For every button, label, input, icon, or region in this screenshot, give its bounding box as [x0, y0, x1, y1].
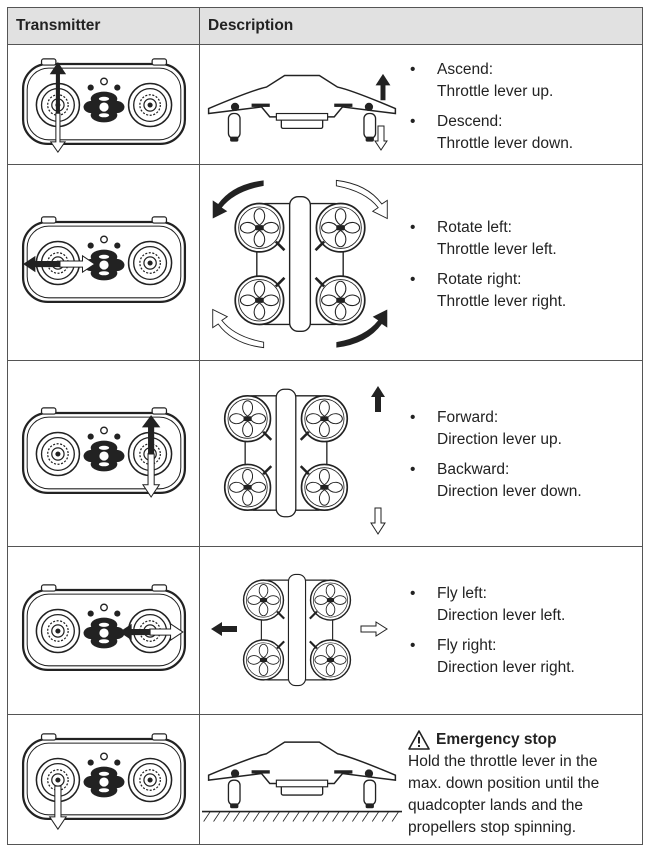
- controls-table: Transmitter Description: [7, 7, 643, 845]
- arrow-down-icon: [374, 125, 388, 151]
- transmitter-cell: [7, 714, 200, 845]
- list-item: Forward:Direction lever up.: [408, 407, 582, 451]
- table-row: Forward:Direction lever up. Backward:Dir…: [7, 360, 643, 547]
- arrow-left-icon: [211, 622, 237, 636]
- arrow-right-icon: [360, 621, 388, 637]
- arrow-down-icon: [141, 452, 160, 498]
- warning-triangle-icon: [408, 730, 430, 750]
- transmitter-illustration: [19, 399, 189, 498]
- arrow-down-icon: [370, 507, 386, 535]
- list-item: Fly left:Direction lever left.: [408, 583, 575, 627]
- arrow-up-icon: [49, 61, 66, 113]
- header-description: Description: [199, 7, 643, 45]
- transmitter-illustration: [19, 725, 189, 830]
- rotate-right-arrow-icon: [336, 309, 388, 348]
- arrow-up-icon: [375, 73, 391, 101]
- arrow-up-icon: [141, 414, 160, 454]
- emergency-stop-title: Emergency stop: [408, 729, 618, 751]
- transmitter-cell: [7, 164, 200, 361]
- arrow-down-icon: [48, 785, 67, 830]
- description-list: Forward:Direction lever up. Backward:Dir…: [408, 407, 582, 511]
- table-row: Rotate left:Throttle lever left. Rotate …: [7, 164, 643, 361]
- quadcopter-landing-illustration: [202, 741, 402, 822]
- list-item: Ascend:Throttle lever up.: [408, 59, 573, 103]
- transmitter-cell: [7, 546, 200, 715]
- quadcopter-side-illustration: [207, 73, 397, 143]
- arrow-left-icon: [118, 623, 152, 640]
- rotate-right-arrow-icon: [335, 179, 388, 220]
- arrow-right-icon: [58, 254, 96, 273]
- rotate-left-arrow-icon: [212, 308, 265, 349]
- header-transmitter: Transmitter: [7, 7, 200, 45]
- table-row: Ascend:Throttle lever up. Descend:Thrott…: [7, 44, 643, 165]
- arrow-left-icon: [22, 255, 60, 272]
- arrow-down-icon: [49, 112, 66, 153]
- list-item: Descend:Throttle lever down.: [408, 111, 573, 155]
- transmitter-cell: [7, 44, 200, 165]
- transmitter-illustration: [19, 50, 189, 153]
- transmitter-illustration: [19, 576, 189, 686]
- transmitter-cell: [7, 360, 200, 547]
- emergency-stop-text: Hold the throttle lever in the max. down…: [408, 753, 600, 836]
- transmitter-illustration: [19, 208, 189, 318]
- emergency-stop-block: Emergency stop Hold the throttle lever i…: [408, 729, 618, 839]
- list-item: Fly right:Direction lever right.: [408, 635, 575, 679]
- rotate-left-arrow-icon: [212, 180, 264, 219]
- quadcopter-top-illustration: [222, 555, 372, 705]
- list-item: Rotate left:Throttle lever left.: [408, 217, 566, 261]
- arrow-up-icon: [371, 386, 385, 412]
- description-list: Fly left:Direction lever left. Fly right…: [408, 583, 575, 687]
- description-list: Ascend:Throttle lever up. Descend:Thrott…: [408, 59, 573, 163]
- description-list: Rotate left:Throttle lever left. Rotate …: [408, 217, 566, 321]
- table-row: Emergency stop Hold the throttle lever i…: [7, 714, 643, 845]
- quadcopter-top-illustration: [200, 367, 372, 539]
- list-item: Rotate right:Throttle lever right.: [408, 269, 566, 313]
- list-item: Backward:Direction lever down.: [408, 459, 582, 503]
- quadcopter-top-illustration: [212, 179, 388, 349]
- table-row: Fly left:Direction lever left. Fly right…: [7, 546, 643, 715]
- arrow-right-icon: [149, 622, 184, 641]
